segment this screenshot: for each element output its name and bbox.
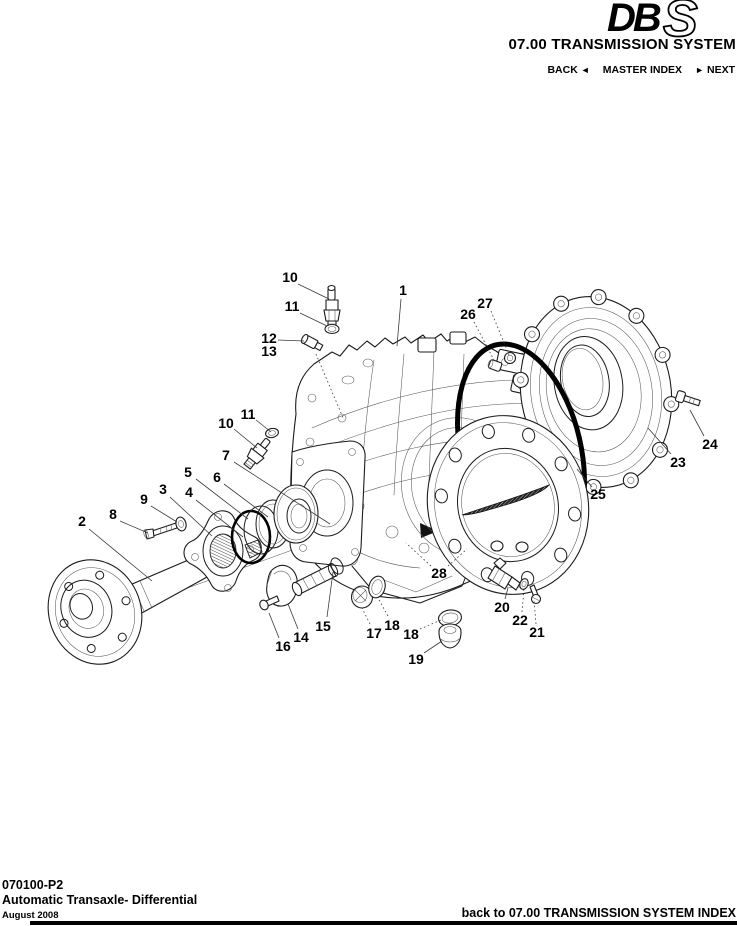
nav-back-arrow-icon[interactable]: ◄ xyxy=(580,65,590,75)
nav-bar: BACK ◄ MASTER INDEX ► NEXT xyxy=(547,64,735,76)
footer-bar xyxy=(30,921,737,925)
dbs-logo: DB S xyxy=(607,0,699,44)
washer-part18 xyxy=(368,575,386,599)
washer-part22 xyxy=(519,578,529,590)
callout-21: 21 xyxy=(529,624,545,640)
callout-2: 2 xyxy=(78,513,86,529)
leader-line-27 xyxy=(490,310,510,356)
leader-line-1 xyxy=(396,298,402,347)
leader-line-4 xyxy=(195,499,244,538)
nav-back-link[interactable]: BACK xyxy=(547,64,578,76)
callout-17: 17 xyxy=(366,625,382,641)
leader-line-12 xyxy=(277,339,305,342)
callout-11: 11 xyxy=(285,298,300,314)
leader-line-10 xyxy=(233,428,258,449)
callout-23: 23 xyxy=(670,454,686,470)
plug-part12-13 xyxy=(300,333,324,352)
leader-line-28 xyxy=(447,548,468,567)
callout-18: 18 xyxy=(403,626,419,642)
callout-12: 12 xyxy=(261,330,277,346)
leader-line-20 xyxy=(504,587,509,600)
callout-7: 7 xyxy=(222,447,230,463)
nav-master-index-link[interactable]: MASTER INDEX xyxy=(602,64,683,76)
leader-line-17 xyxy=(361,607,371,625)
shaft-part15 xyxy=(291,557,344,597)
callout-16: 16 xyxy=(275,638,291,654)
washer-part9 xyxy=(175,516,187,532)
oring-part27 xyxy=(503,351,517,365)
callout-10: 10 xyxy=(282,269,298,285)
cover-part14 xyxy=(266,564,298,607)
differential-flange xyxy=(426,415,590,595)
callout-27: 27 xyxy=(477,295,493,311)
leader-line-23 xyxy=(647,427,672,455)
callout-24: 24 xyxy=(702,436,718,452)
leader-line-5 xyxy=(195,478,249,520)
leader-line-11 xyxy=(255,419,272,433)
bolt-part8 xyxy=(143,522,178,540)
leader-line-13 xyxy=(315,353,345,421)
logo-db-text: DB xyxy=(607,0,661,40)
bolt-part24 xyxy=(674,390,701,407)
leader-line-3 xyxy=(169,496,213,537)
leader-line-9 xyxy=(150,505,178,523)
leader-line-8 xyxy=(119,520,149,534)
doc-date: August 2008 xyxy=(2,910,59,921)
doc-title: Automatic Transaxle- Differential xyxy=(2,893,198,907)
plug-part26 xyxy=(487,359,503,372)
driveshaft-part2 xyxy=(47,551,219,665)
leader-line-15 xyxy=(326,571,334,618)
breather-valve-left-part10 xyxy=(243,437,271,470)
callout-11: 11 xyxy=(241,406,256,422)
callout-9: 9 xyxy=(140,491,148,507)
leader-line-7 xyxy=(233,461,331,525)
callout-26: 26 xyxy=(460,306,476,322)
leader-line-10 xyxy=(297,283,330,300)
leader-line-6 xyxy=(223,483,269,518)
page-title: 07.00 TRANSMISSION SYSTEM xyxy=(508,36,736,53)
leader-line-28 xyxy=(405,542,432,567)
callout-14: 14 xyxy=(293,629,309,645)
callout-4: 4 xyxy=(185,484,193,500)
callout-5: 5 xyxy=(184,464,192,480)
leader-line-19 xyxy=(423,640,443,654)
logo-s-text: S xyxy=(663,0,698,44)
leader-line-18 xyxy=(419,619,442,630)
callout-13: 13 xyxy=(261,343,277,359)
bolt-part21 xyxy=(529,584,542,605)
callout-20: 20 xyxy=(494,599,510,615)
callout-25: 25 xyxy=(590,486,606,502)
callout-22: 22 xyxy=(512,612,528,628)
callout-28: 28 xyxy=(431,565,447,581)
sensor-part20 xyxy=(487,557,521,591)
callout-15: 15 xyxy=(315,618,331,634)
leader-line-24 xyxy=(689,409,705,437)
callout-19: 19 xyxy=(408,651,424,667)
nav-next-link[interactable]: NEXT xyxy=(706,64,735,76)
leader-line-26 xyxy=(473,321,496,363)
washer-top-part11 xyxy=(324,323,340,335)
leader-line-18 xyxy=(377,597,389,617)
nav-next-arrow-icon[interactable]: ► xyxy=(695,65,704,75)
aston-wings-emblem xyxy=(461,484,551,516)
bearing-part7 xyxy=(273,484,319,544)
bolt-part16 xyxy=(259,595,280,611)
callout-1: 1 xyxy=(399,282,407,298)
doc-number: 070100-P2 xyxy=(2,878,64,892)
leader-line-16 xyxy=(268,612,280,639)
plug-part19 xyxy=(438,623,462,649)
flange-part3 xyxy=(183,510,263,592)
callout-8: 8 xyxy=(109,506,117,522)
leader-line-25 xyxy=(576,468,593,488)
leader-line-2 xyxy=(88,528,153,582)
leader-line-14 xyxy=(287,603,299,630)
back-to-index-link[interactable]: back to 07.00 TRANSMISSION SYSTEM INDEX xyxy=(461,906,736,920)
leader-line-11 xyxy=(299,312,328,327)
callout-3: 3 xyxy=(159,481,167,497)
callout-10: 10 xyxy=(218,415,234,431)
callout-18: 18 xyxy=(384,617,400,633)
callout-6: 6 xyxy=(213,469,221,485)
